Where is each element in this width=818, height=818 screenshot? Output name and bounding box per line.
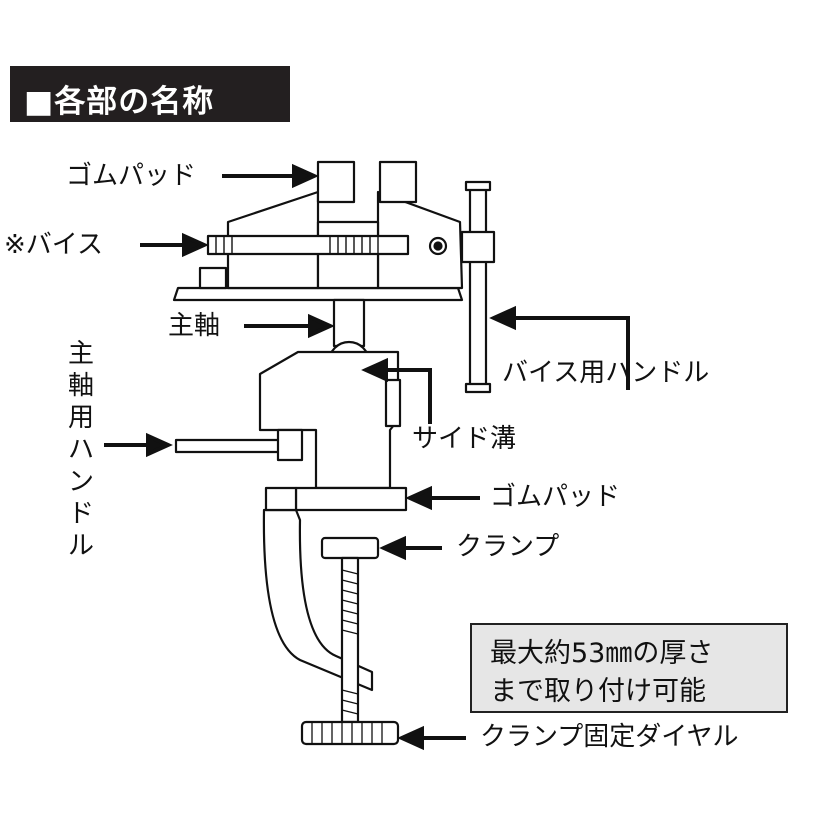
side-groove-plate [384, 378, 402, 428]
capacity-note-line2: まで取り付け可能 [490, 676, 706, 707]
capacity-note-box: 最大約53㎜の厚さ まで取り付け可能 [470, 623, 788, 713]
vise-handle-cap-bottom [464, 382, 492, 394]
label-rubber-pad-bottom: ゴムパッド [490, 482, 621, 512]
capacity-note-line1: 最大約53㎜の厚さ [490, 638, 714, 669]
vise-handle-hub [460, 230, 496, 264]
section-title: ■各部の名称 [24, 84, 215, 120]
clamp-pad [320, 536, 380, 560]
rubber-pad-right [378, 160, 418, 204]
label-main-shaft: 主軸 [168, 311, 221, 341]
vise-base-plate [172, 286, 464, 302]
vise-handle-bar [468, 184, 488, 392]
label-side-groove: サイド溝 [412, 424, 517, 454]
label-rubber-pad-top: ゴムパッド [66, 161, 197, 191]
rubber-pad-bottom [294, 486, 408, 512]
rubber-pad-left [316, 160, 356, 204]
section-title-bar: ■各部の名称 [10, 66, 290, 122]
label-vise-handle: バイス用ハンドル [502, 358, 710, 388]
label-clamp: クランプ [456, 532, 560, 562]
clamp-frame [262, 508, 374, 692]
label-main-shaft-handle: 主軸用ハンドル [67, 339, 94, 561]
vise-handle-cap-top [464, 180, 492, 192]
label-clamp-dial: クランプ固定ダイヤル [480, 722, 739, 752]
main-shaft [332, 298, 366, 348]
clamp-dial [300, 720, 400, 746]
main-shaft-handle-bar [174, 438, 288, 454]
label-vise: ※バイス [4, 230, 104, 260]
main-shaft-handle-hub [276, 428, 304, 462]
vise-small-foot [198, 266, 228, 290]
